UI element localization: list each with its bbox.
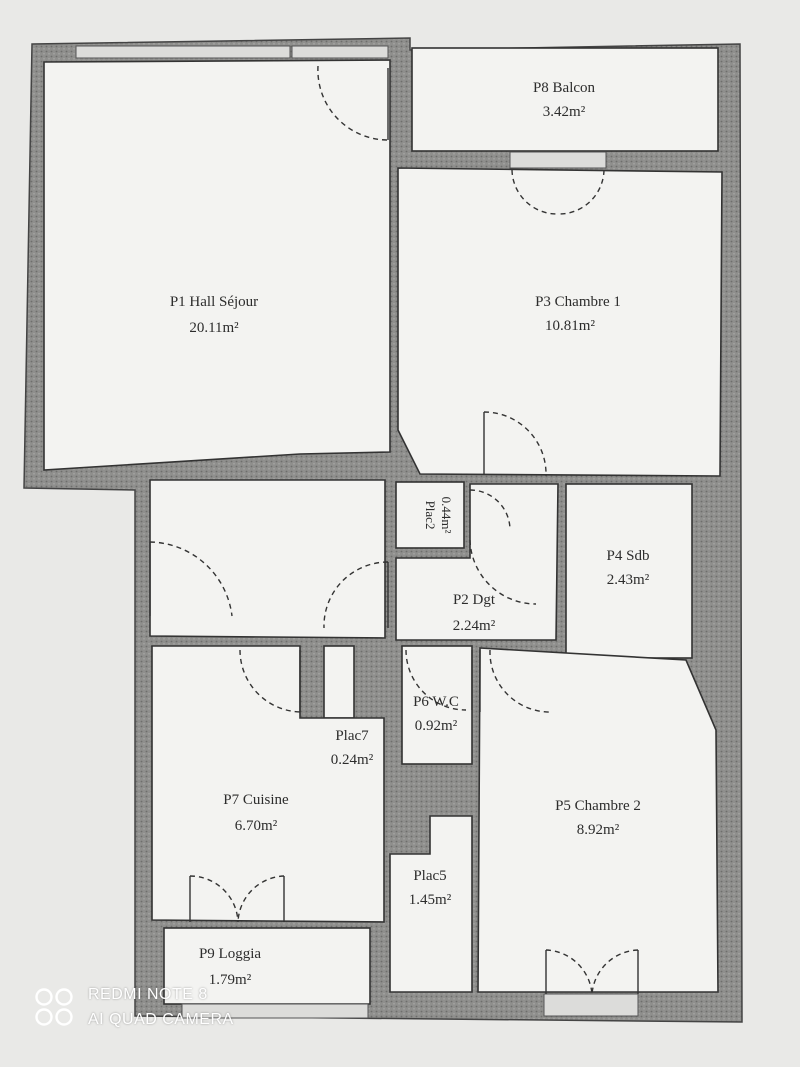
windows bbox=[75, 45, 639, 1019]
p1-area: 20.11m² bbox=[189, 320, 239, 336]
plac5-area: 1.45m² bbox=[409, 892, 452, 908]
plac2-label: 0.44m² Plac2 bbox=[423, 497, 454, 534]
room-shapes bbox=[43, 47, 723, 1005]
p1-name: P1 Hall Séjour bbox=[170, 294, 258, 310]
plac2-area: 0.44m² bbox=[439, 497, 454, 534]
p7-name: P7 Cuisine bbox=[223, 792, 289, 808]
room-labels: P1 Hall Séjour 20.11m² P8 Balcon 3.42m² … bbox=[170, 80, 650, 988]
door-leaves bbox=[149, 68, 639, 994]
room-plac5 bbox=[389, 815, 473, 993]
p2-area: 2.24m² bbox=[453, 618, 496, 634]
watermark-model: REDMI NOTE 8 bbox=[88, 986, 208, 1003]
room-plac2 bbox=[395, 481, 465, 549]
door-swings bbox=[149, 65, 639, 995]
room-p7 bbox=[151, 645, 385, 923]
room-plac7 bbox=[323, 645, 355, 719]
p3-area: 10.81m² bbox=[545, 318, 595, 334]
plac2-name: Plac2 bbox=[423, 501, 438, 530]
p8-name: P8 Balcon bbox=[533, 80, 596, 96]
room-p5 bbox=[477, 647, 719, 993]
p4-area: 2.43m² bbox=[607, 572, 650, 588]
p3-name: P3 Chambre 1 bbox=[535, 294, 621, 310]
room-p1 bbox=[43, 59, 391, 471]
plac7-area: 0.24m² bbox=[331, 752, 374, 768]
camera-logo-icon bbox=[35, 988, 73, 1026]
room-p9 bbox=[163, 927, 371, 1005]
p5-name: P5 Chambre 2 bbox=[555, 798, 641, 814]
p7-area: 6.70m² bbox=[235, 818, 278, 834]
p5-area: 8.92m² bbox=[577, 822, 620, 838]
watermark-camera: AI QUAD CAMERA bbox=[88, 1011, 234, 1028]
room-p8 bbox=[411, 47, 719, 152]
p9-area: 1.79m² bbox=[209, 972, 252, 988]
room-p6 bbox=[401, 645, 473, 765]
p2-name: P2 Dgt bbox=[453, 592, 496, 608]
p8-area: 3.42m² bbox=[543, 104, 586, 120]
plac7-name: Plac7 bbox=[335, 728, 369, 744]
p9-name: P9 Loggia bbox=[199, 946, 261, 962]
p6-area: 0.92m² bbox=[415, 718, 458, 734]
room-p4 bbox=[565, 483, 693, 659]
p4-name: P4 Sdb bbox=[607, 548, 650, 564]
room-p3 bbox=[397, 167, 723, 477]
p6-name: P6 W.C bbox=[413, 694, 459, 710]
room-p1-entry bbox=[149, 479, 386, 639]
plac5-name: Plac5 bbox=[413, 868, 446, 884]
